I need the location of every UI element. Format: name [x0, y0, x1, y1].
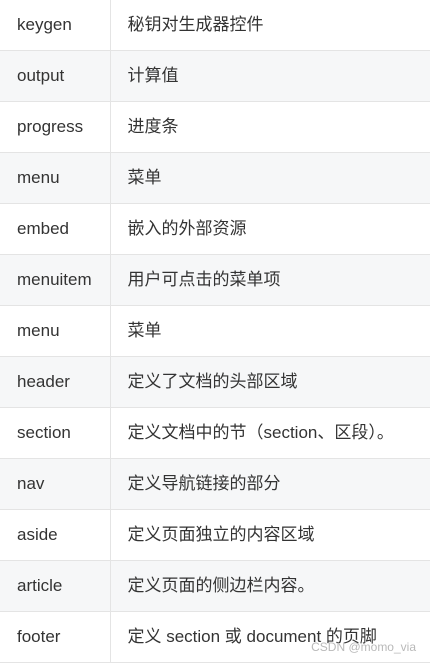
table-row: section 定义文档中的节（section、区段）。	[0, 407, 430, 459]
tag-name-cell: menuitem	[0, 254, 111, 306]
tag-description-cell: 嵌入的外部资源	[109, 203, 430, 255]
csdn-watermark: CSDN @momo_via	[311, 640, 416, 654]
tag-name-cell: output	[0, 50, 111, 102]
tag-name-cell: aside	[0, 509, 111, 561]
tag-name-cell: embed	[0, 203, 111, 255]
tag-description-cell: 定义了文档的头部区域	[109, 356, 430, 408]
tag-name-cell: nav	[0, 458, 111, 510]
tag-description-cell: 定义 section 或 document 的页脚	[109, 611, 430, 663]
tag-name-cell: footer	[0, 611, 111, 663]
tag-name-cell: progress	[0, 101, 111, 153]
table-row: embed 嵌入的外部资源	[0, 203, 430, 255]
tag-description-cell: 用户可点击的菜单项	[109, 254, 430, 306]
table-row: menu 菜单	[0, 152, 430, 204]
table-row: nav 定义导航链接的部分	[0, 458, 430, 510]
tag-description-cell: 进度条	[109, 101, 430, 153]
table-row: aside 定义页面独立的内容区域	[0, 509, 430, 561]
tag-description-cell: 菜单	[109, 152, 430, 204]
tag-name-cell: menu	[0, 305, 111, 357]
tag-description-cell: 计算值	[109, 50, 430, 102]
table-row: menuitem 用户可点击的菜单项	[0, 254, 430, 306]
table-row: progress 进度条	[0, 101, 430, 153]
tag-description-cell: 定义导航链接的部分	[109, 458, 430, 510]
table-row: output 计算值	[0, 50, 430, 102]
tag-name-cell: header	[0, 356, 111, 408]
tag-name-cell: article	[0, 560, 111, 612]
tag-description-cell: 定义页面的侧边栏内容。	[109, 560, 430, 612]
table-row: header 定义了文档的头部区域	[0, 356, 430, 408]
tag-name-cell: keygen	[0, 0, 111, 51]
tag-name-cell: section	[0, 407, 111, 459]
tag-description-cell: 菜单	[109, 305, 430, 357]
tag-description-cell: 定义文档中的节（section、区段）。	[109, 407, 430, 459]
table-row: footer 定义 section 或 document 的页脚	[0, 611, 430, 663]
table-row: article 定义页面的侧边栏内容。	[0, 560, 430, 612]
table-row: menu 菜单	[0, 305, 430, 357]
table-row: keygen 秘钥对生成器控件	[0, 0, 430, 51]
tag-description-cell: 秘钥对生成器控件	[109, 0, 430, 51]
tag-name-cell: menu	[0, 152, 111, 204]
tag-description-cell: 定义页面独立的内容区域	[109, 509, 430, 561]
